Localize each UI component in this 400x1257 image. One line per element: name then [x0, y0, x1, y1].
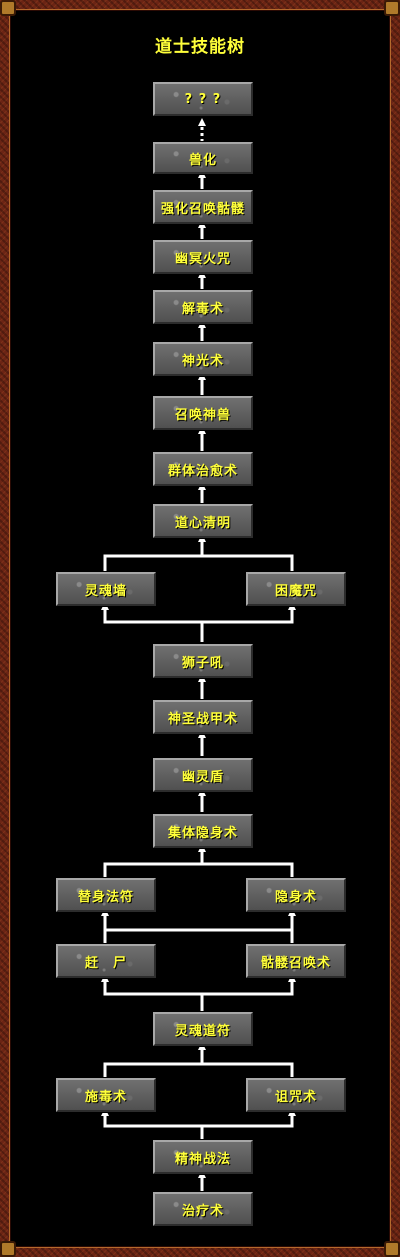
skill-strong-summon-skeleton[interactable]: 强化召唤骷髅 [153, 190, 253, 224]
skill-ghost-shield[interactable]: 幽灵盾 [153, 758, 253, 792]
skill-stealth[interactable]: 隐身术 [246, 878, 346, 912]
skill-holy-armor[interactable]: 神圣战甲术 [153, 700, 253, 734]
skill-trap-curse[interactable]: 困魔咒 [246, 572, 346, 606]
connector-arrow [202, 974, 296, 996]
connector-arrow [101, 974, 204, 1012]
skill-beast-form[interactable]: 兽化 [153, 142, 253, 174]
corner-ornament-icon [384, 0, 400, 16]
connector-branch [103, 862, 294, 878]
skill-lion-roar[interactable]: 狮子吼 [153, 644, 253, 678]
page-title: 道士技能树 [155, 37, 245, 57]
corner-ornament-icon [0, 1241, 16, 1257]
skill-heal[interactable]: 治疗术 [153, 1192, 253, 1226]
skill-unknown[interactable]: ? ? ? [153, 82, 253, 116]
corner-ornament-icon [0, 0, 16, 16]
skill-substitute-talisman[interactable]: 替身法符 [56, 878, 156, 912]
skill-clear-mind[interactable]: 道心清明 [153, 504, 253, 538]
skill-mass-stealth[interactable]: 集体隐身术 [153, 814, 253, 848]
skill-nether-fire[interactable]: 幽冥火咒 [153, 240, 253, 274]
skill-drive-corpse[interactable]: 赶 尸 [56, 944, 156, 978]
skill-summon-beast[interactable]: 召唤神兽 [153, 396, 253, 430]
skill-soul-talisman[interactable]: 灵魂道符 [153, 1012, 253, 1046]
skill-poison[interactable]: 施毒术 [56, 1078, 156, 1112]
skill-spirit-art[interactable]: 精神战法 [153, 1140, 253, 1174]
connector-arrow [202, 602, 296, 624]
connector-arrow [101, 1108, 204, 1140]
connector-branch [103, 554, 294, 572]
connector-branch [103, 1062, 294, 1078]
skill-soul-wall[interactable]: 灵魂墙 [56, 572, 156, 606]
skill-mass-heal[interactable]: 群体治愈术 [153, 452, 253, 486]
connector-branch [103, 928, 294, 944]
skill-detox[interactable]: 解毒术 [153, 290, 253, 324]
connector-arrow [101, 602, 204, 642]
skill-holy-light[interactable]: 神光术 [153, 342, 253, 376]
corner-ornament-icon [384, 1241, 400, 1257]
connector-arrow [202, 1108, 296, 1128]
skill-summon-skeleton[interactable]: 骷髅召唤术 [246, 944, 346, 978]
skill-curse[interactable]: 诅咒术 [246, 1078, 346, 1112]
